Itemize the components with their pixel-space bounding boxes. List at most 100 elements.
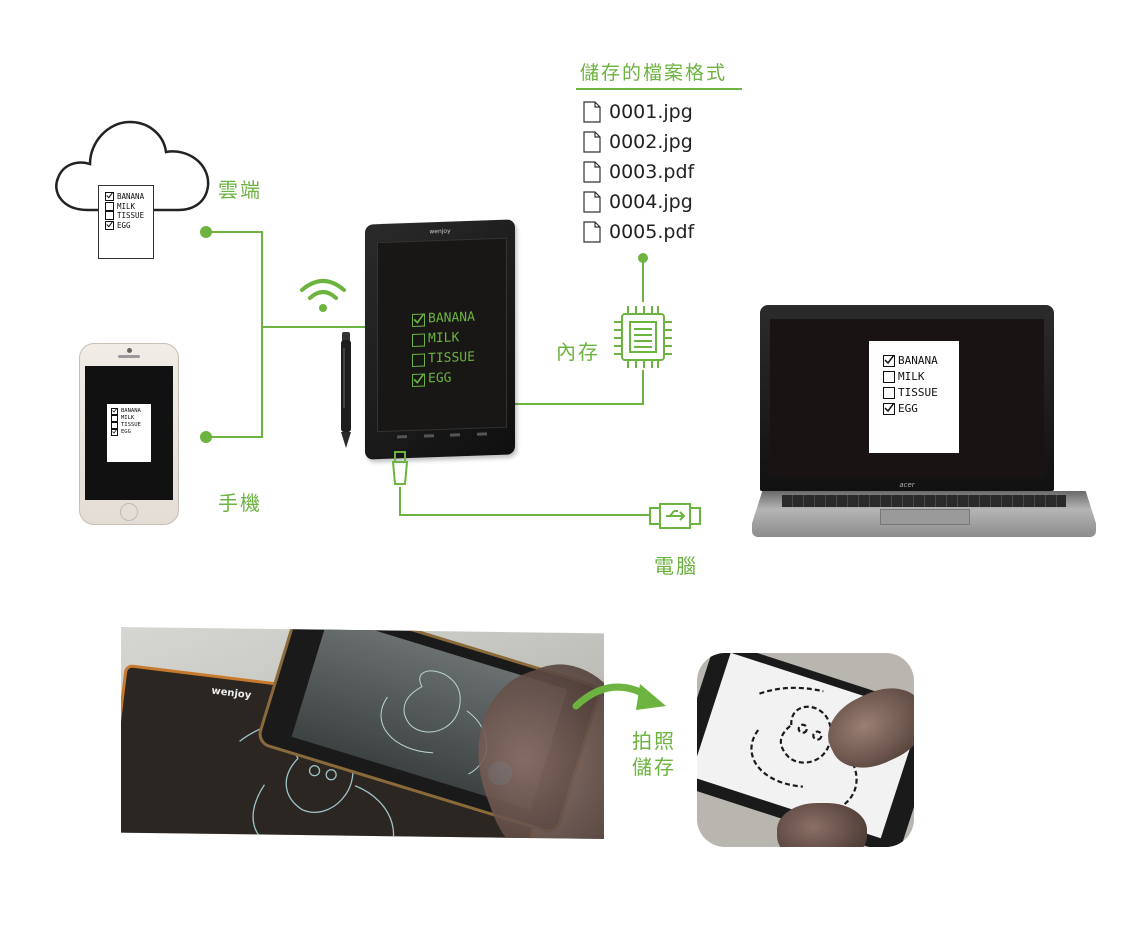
file-icon xyxy=(583,131,601,153)
finger xyxy=(777,803,867,847)
note-item-text: MILK xyxy=(117,202,135,212)
checked-box-icon xyxy=(883,355,895,367)
writing-tablet: wenjoy BANANAMILKTISSUEEGG xyxy=(365,219,515,459)
usb-plug-icon xyxy=(391,450,409,490)
checkbox-icon xyxy=(883,371,895,383)
note-item: EGG xyxy=(883,401,955,417)
phone-note: BANANAMILKTISSUEEGG xyxy=(107,404,151,462)
file-name: 0003.pdf xyxy=(609,161,694,183)
phone-screen: BANANAMILKTISSUEEGG xyxy=(85,366,173,500)
formats-title: 儲存的檔案格式 xyxy=(580,58,727,85)
note-item-text: TISSUE xyxy=(428,348,475,370)
note-item-text: BANANA xyxy=(898,353,938,369)
file-item: 0001.jpg xyxy=(583,99,693,125)
note-item: BANANA xyxy=(105,192,150,202)
memory-format-dot xyxy=(638,253,648,263)
note-item: BANANA xyxy=(412,308,475,330)
checkbox-icon xyxy=(111,415,118,422)
memory-label: 內存 xyxy=(556,336,600,365)
smartphone: BANANAMILKTISSUEEGG xyxy=(79,343,179,525)
photo-save-line2: 儲存 xyxy=(632,754,676,780)
stylus-pen xyxy=(338,330,354,450)
laptop-note: BANANAMILKTISSUEEGG xyxy=(869,341,959,453)
note-item-text: MILK xyxy=(121,415,134,422)
phone-label: 手機 xyxy=(218,487,262,516)
tablet-brand: wenjoy xyxy=(365,225,515,237)
checked-box-icon xyxy=(105,192,114,201)
cloud-note: BANANAMILKTISSUEEGG xyxy=(98,185,154,259)
note-item-text: TISSUE xyxy=(898,385,938,401)
note-item-text: EGG xyxy=(898,401,918,417)
note-item: EGG xyxy=(105,221,150,231)
note-list: BANANAMILKTISSUEEGG xyxy=(883,353,955,417)
laptop-brand: acer xyxy=(760,481,1054,489)
checked-box-icon xyxy=(105,221,114,230)
laptop-base xyxy=(752,491,1096,537)
phone-connector-dot xyxy=(200,431,212,443)
cloud-group: BANANAMILKTISSUEEGG xyxy=(48,112,218,267)
checkbox-icon xyxy=(105,202,114,211)
checkbox-icon xyxy=(111,422,118,429)
laptop-keyboard xyxy=(782,495,1066,507)
usb-connector-icon xyxy=(648,502,702,530)
laptop-screen: BANANAMILKTISSUEEGG xyxy=(770,319,1044,477)
note-item-text: EGG xyxy=(428,369,451,390)
file-icon xyxy=(583,221,601,243)
checked-box-icon xyxy=(412,373,425,386)
laptop-touchpad xyxy=(880,509,970,525)
note-list: BANANAMILKTISSUEEGG xyxy=(111,408,149,436)
note-item: TISSUE xyxy=(105,211,150,221)
file-item: 0002.jpg xyxy=(583,129,693,155)
note-item: MILK xyxy=(412,328,475,350)
note-item: TISSUE xyxy=(883,385,955,401)
phone-speaker xyxy=(118,355,140,358)
note-item-text: EGG xyxy=(117,221,131,231)
laptop-lid: BANANAMILKTISSUEEGG acer xyxy=(760,305,1054,491)
note-item-text: BANANA xyxy=(121,408,141,415)
phone-camera xyxy=(127,348,132,353)
file-name: 0005.pdf xyxy=(609,221,694,243)
file-icon xyxy=(583,161,601,183)
tablet-handwriting: BANANAMILKTISSUEEGG xyxy=(412,308,475,390)
note-item: TISSUE xyxy=(412,348,475,370)
note-item-text: EGG xyxy=(121,429,131,436)
checked-box-icon xyxy=(883,403,895,415)
file-name: 0004.jpg xyxy=(609,191,693,213)
checked-box-icon xyxy=(412,313,425,326)
checkbox-icon xyxy=(105,211,114,220)
file-item: 0004.jpg xyxy=(583,189,693,215)
note-item: MILK xyxy=(883,369,955,385)
note-list: BANANAMILKTISSUEEGG xyxy=(412,308,475,390)
memory-chip-icon xyxy=(610,302,676,372)
note-item: EGG xyxy=(412,368,475,390)
note-item-text: BANANA xyxy=(117,192,144,202)
checkbox-icon xyxy=(412,353,425,366)
wifi-icon xyxy=(298,276,348,316)
tablet-buttons xyxy=(397,432,487,443)
file-name: 0001.jpg xyxy=(609,101,693,123)
formats-underline xyxy=(576,88,742,90)
note-list: BANANAMILKTISSUEEGG xyxy=(105,192,150,230)
file-icon xyxy=(583,191,601,213)
note-item: MILK xyxy=(105,202,150,212)
checkbox-icon xyxy=(412,333,425,346)
note-item: MILK xyxy=(111,415,149,422)
photo-save-label: 拍照 儲存 xyxy=(632,728,676,780)
note-item: EGG xyxy=(111,429,149,436)
file-name: 0002.jpg xyxy=(609,131,693,153)
note-item-text: BANANA xyxy=(428,308,475,330)
note-item: BANANA xyxy=(883,353,955,369)
checked-box-icon xyxy=(111,429,118,436)
saved-photo-preview xyxy=(697,653,914,847)
photo-capture-scene: wenjoy xyxy=(121,627,604,839)
curved-arrow-icon xyxy=(570,670,670,720)
note-item-text: TISSUE xyxy=(117,211,144,221)
note-item-text: TISSUE xyxy=(121,422,141,429)
note-item-text: MILK xyxy=(428,328,459,349)
tablet-screen: BANANAMILKTISSUEEGG xyxy=(377,238,507,433)
file-icon xyxy=(583,101,601,123)
file-item: 0003.pdf xyxy=(583,159,694,185)
photo-save-line1: 拍照 xyxy=(632,728,676,754)
home-button xyxy=(120,503,138,521)
checked-box-icon xyxy=(111,408,118,415)
